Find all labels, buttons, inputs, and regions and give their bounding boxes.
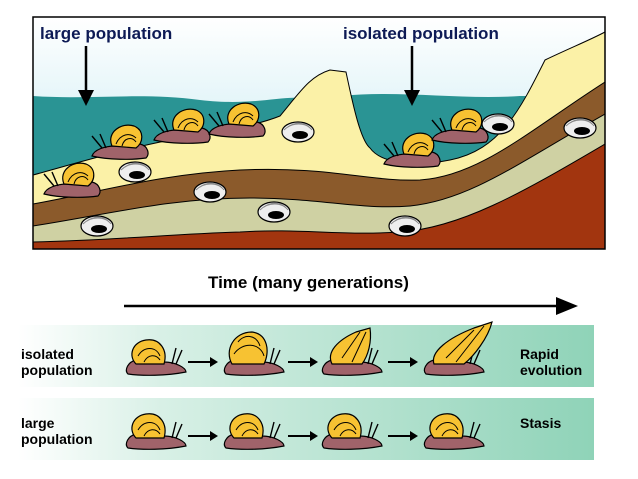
fossil-shell [80,215,114,237]
rapid-evolution-label: Rapid evolution [520,346,582,378]
isolated-population-arrow [404,46,420,106]
time-arrow [124,297,578,315]
large-row-bg [18,398,594,460]
fossil-shell [481,113,515,135]
fossil-shell [193,181,227,203]
fossil-shell [118,161,152,183]
large-row-label: large population [21,415,93,447]
row-label-line: population [21,362,93,378]
fossil-shell [388,215,422,237]
snail-stage-3 [321,327,383,376]
row-label-line: population [21,431,93,447]
large-population-label: large population [40,24,173,43]
row-result-line: Rapid [520,346,559,362]
isolated-row-bg [18,325,594,387]
fossil-shell [257,201,291,223]
isolated-population-label: isolated population [343,24,499,43]
row-label-line: isolated [21,346,74,362]
large-population-arrow [78,46,94,106]
row-label-line: large [21,415,55,431]
geology-scene [33,17,605,249]
isolated-row-label: isolated population [21,346,93,378]
time-label: Time (many generations) [208,273,409,292]
row-result-line: Stasis [520,415,562,431]
snail-stage-2 [223,331,285,376]
snail-stage-4 [423,321,493,376]
stasis-label: Stasis [520,415,561,431]
row-result-line: evolution [520,362,583,378]
isolated-row-snails [125,321,493,377]
fossil-shell [563,117,597,139]
scene-frame [32,16,606,250]
fossil-shell [281,121,315,143]
